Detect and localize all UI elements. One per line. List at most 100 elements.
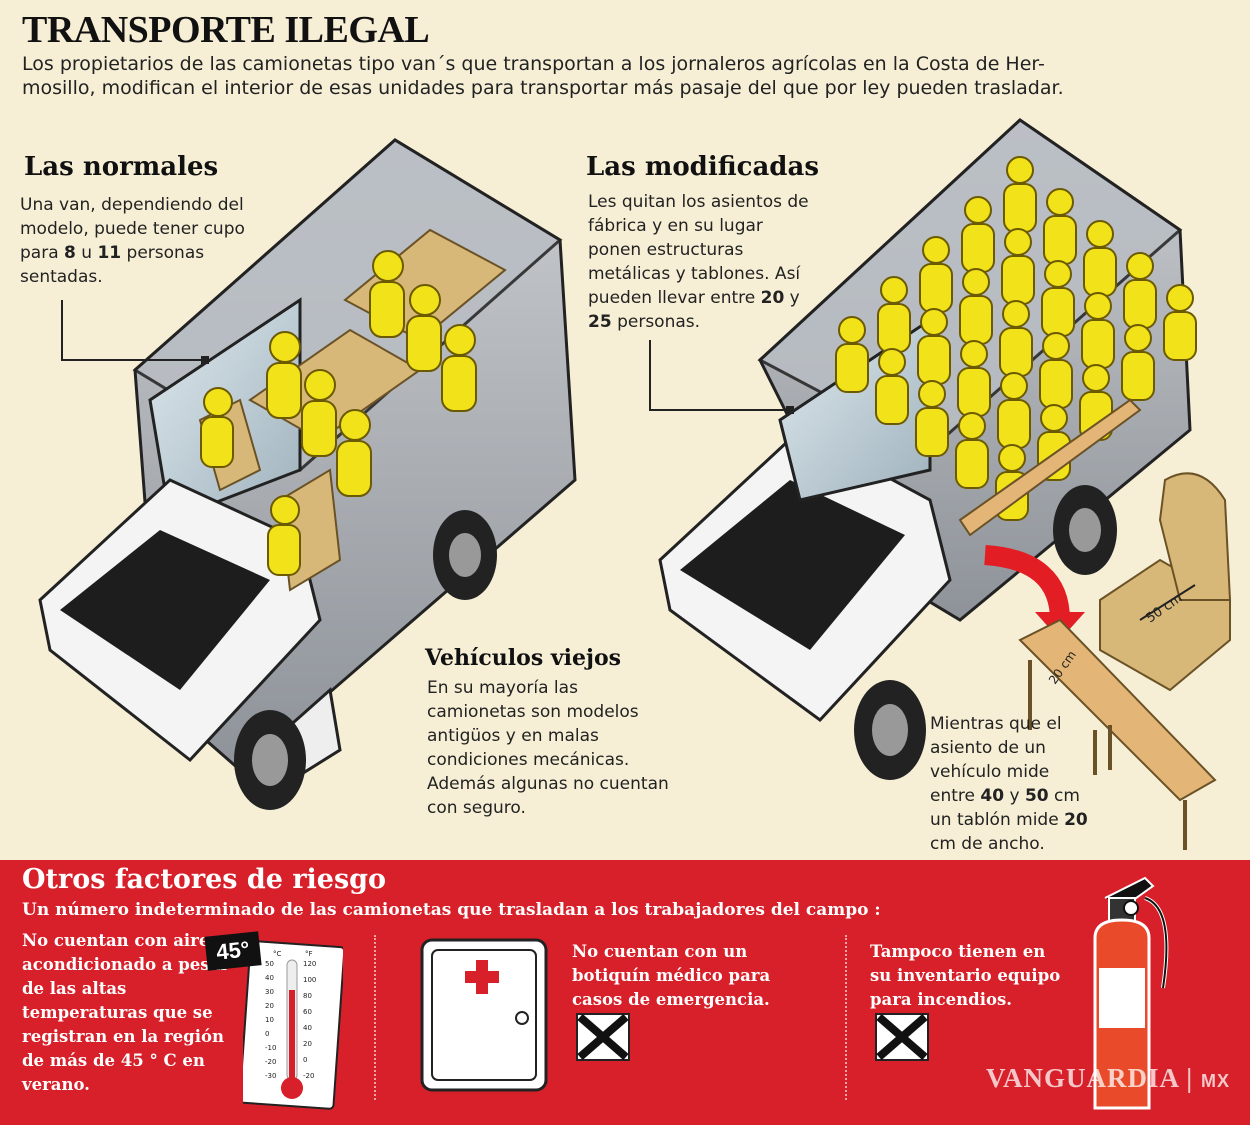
asiento-num-c: 20 bbox=[1064, 810, 1088, 830]
divider-1 bbox=[374, 935, 376, 1100]
passenger-body bbox=[1039, 359, 1073, 409]
fire-extinguisher-icon bbox=[1075, 868, 1175, 1118]
passenger-body bbox=[919, 263, 953, 313]
van-normal bbox=[38, 138, 577, 810]
passenger-body bbox=[877, 303, 911, 353]
passenger-head bbox=[958, 412, 986, 440]
passenger-body bbox=[955, 439, 989, 489]
thermo-f-tick: 20 bbox=[303, 1040, 312, 1048]
passenger-body bbox=[1041, 287, 1075, 337]
passenger-head bbox=[1044, 260, 1072, 288]
passenger-head bbox=[1042, 332, 1070, 360]
passenger-head bbox=[838, 316, 866, 344]
passenger-head bbox=[1082, 364, 1110, 392]
modificadas-heading: Las modificadas bbox=[586, 152, 819, 182]
passenger-head bbox=[878, 348, 906, 376]
thermo-c-label: °C bbox=[273, 950, 282, 958]
thermo-c-tick: -10 bbox=[265, 1044, 276, 1052]
passenger-body bbox=[917, 335, 951, 385]
normales-text: Una van, dependiendo del modelo, puede t… bbox=[20, 193, 265, 289]
passenger-body bbox=[875, 375, 909, 425]
watermark-suffix: MX bbox=[1200, 1071, 1230, 1091]
risk-panel bbox=[0, 860, 1250, 1125]
van-modified bbox=[649, 118, 1197, 780]
viejos-text: En su mayoría las camionetas son modelos… bbox=[427, 678, 669, 818]
risk-title: Otros factores de riesgo bbox=[22, 864, 387, 895]
passenger-body bbox=[1123, 279, 1157, 329]
passenger-head bbox=[1040, 404, 1068, 432]
passenger-body bbox=[997, 399, 1031, 449]
divider-2 bbox=[845, 935, 847, 1100]
passenger-head bbox=[1084, 292, 1112, 320]
passenger-body bbox=[835, 343, 869, 393]
thermo-f-tick: 0 bbox=[303, 1056, 307, 1064]
watermark: VANGUARDIA | MX bbox=[986, 1063, 1230, 1093]
passenger-head bbox=[1124, 324, 1152, 352]
modificadas-num-a: 20 bbox=[760, 288, 785, 308]
incendios-text: Tampoco tienen en su inventario equipo p… bbox=[870, 942, 1061, 1009]
thermo-f-tick: 100 bbox=[303, 976, 316, 984]
passenger-body bbox=[1083, 247, 1117, 297]
passenger-head bbox=[1000, 372, 1028, 400]
thermo-c-tick: 10 bbox=[265, 1016, 274, 1024]
intro-text: Los propietarios de las camionetas tipo … bbox=[22, 52, 1222, 100]
risk-subtitle: Un número indeterminado de las camioneta… bbox=[22, 900, 881, 920]
passenger-body bbox=[1163, 311, 1197, 361]
asiento-text-b: y bbox=[1004, 786, 1025, 806]
thermo-c-tick: 40 bbox=[265, 974, 274, 982]
passenger-head bbox=[962, 268, 990, 296]
passenger-head bbox=[998, 444, 1026, 472]
asiento-text: Mientras que el asiento de un vehículo m… bbox=[930, 712, 1090, 856]
thermo-c-tick: -20 bbox=[265, 1058, 276, 1066]
thermo-c-tick: 50 bbox=[265, 960, 274, 968]
botiquin-text: No cuentan con un botiquín médico para c… bbox=[572, 942, 771, 1009]
passenger-head bbox=[1126, 252, 1154, 280]
thermo-c-tick: 20 bbox=[265, 1002, 274, 1010]
intro-line-2: mosillo, modifican el interior de esas u… bbox=[22, 77, 1064, 99]
passenger-body bbox=[959, 295, 993, 345]
thermo-c-tick: 30 bbox=[265, 988, 274, 996]
passenger-body bbox=[1121, 351, 1155, 401]
thermo-f-tick: -20 bbox=[303, 1072, 314, 1080]
passenger-head bbox=[922, 236, 950, 264]
normales-num-a: 8 bbox=[64, 243, 76, 263]
normales-num-b: 11 bbox=[97, 243, 122, 263]
no-first-aid-x-icon bbox=[576, 1013, 630, 1061]
passenger-head bbox=[918, 380, 946, 408]
normales-text-b: u bbox=[75, 243, 98, 263]
thermo-f-tick: 60 bbox=[303, 1008, 312, 1016]
viejos-heading: Vehículos viejos bbox=[425, 645, 622, 671]
thermo-c-tick: -30 bbox=[265, 1072, 276, 1080]
normales-text-c: personas sentadas. bbox=[20, 243, 205, 287]
passenger-body bbox=[915, 407, 949, 457]
temperature-badge: 45° bbox=[204, 931, 262, 971]
normales-heading: Las normales bbox=[24, 152, 219, 182]
passenger-head bbox=[920, 308, 948, 336]
passenger-body bbox=[961, 223, 995, 273]
thermo-f-tick: 80 bbox=[303, 992, 312, 1000]
asiento-text-c: cm un tablón mide bbox=[930, 786, 1080, 830]
passenger-head bbox=[1166, 284, 1194, 312]
normales-text-a: Una van, dependiendo del modelo, puede t… bbox=[20, 195, 245, 263]
passenger-head bbox=[964, 196, 992, 224]
aire-text: No cuentan con aire acondicionado a pesa… bbox=[22, 931, 229, 1094]
seat-comparison bbox=[984, 472, 1232, 850]
passenger-head bbox=[1002, 300, 1030, 328]
first-aid-kit-icon bbox=[420, 938, 550, 1093]
asiento-num-a: 40 bbox=[980, 786, 1005, 806]
no-extinguisher-x-icon bbox=[875, 1013, 929, 1061]
passenger-head bbox=[880, 276, 908, 304]
passenger-head bbox=[1004, 228, 1032, 256]
passenger-body bbox=[1043, 215, 1077, 265]
passenger-body bbox=[1003, 183, 1037, 233]
thermo-f-tick: 120 bbox=[303, 960, 316, 968]
thermo-f-tick: 40 bbox=[303, 1024, 312, 1032]
thermo-c-tick: 0 bbox=[265, 1030, 269, 1038]
asiento-text-d: cm de ancho. bbox=[930, 834, 1045, 854]
illustration-layer: 50 cm 20 cm bbox=[38, 118, 1232, 850]
modificadas-text-a: Les quitan los asientos de fábrica y en … bbox=[588, 192, 809, 308]
modificadas-text-b: y bbox=[784, 288, 800, 308]
page-title: TRANSPORTE ILEGAL bbox=[22, 9, 430, 51]
passenger-head bbox=[1046, 188, 1074, 216]
